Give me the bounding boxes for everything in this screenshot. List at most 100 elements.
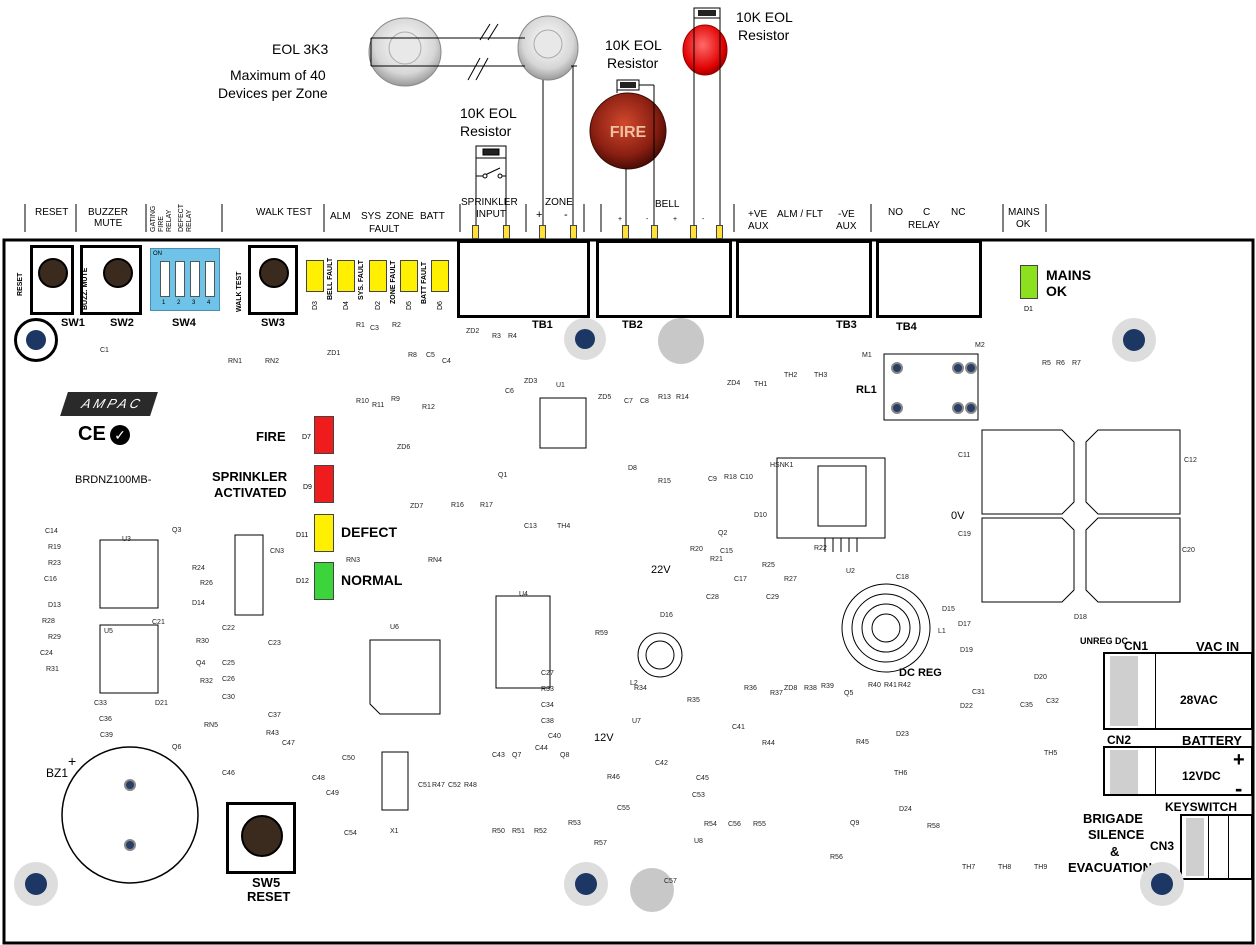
led-defect [314,514,334,552]
eol-bell-line2: Resistor [607,55,659,71]
keyswitch-label: KEYSWITCH [1165,800,1237,814]
dip-toggle-3[interactable] [190,261,200,297]
mains-d1-label: D1 [1024,306,1033,313]
led-batt-fault [431,260,449,292]
buzzer-mute-knob [103,258,133,288]
brigade-line4: EVACUATION [1068,860,1153,875]
ctick-mark: ✓ [110,425,130,445]
bz1-label: BZ1 [46,766,69,780]
22v-label: 22V [651,564,671,576]
pin [570,225,577,239]
component-ref-d22: D22 [960,703,973,710]
component-ref-r31: R31 [46,666,59,673]
break-marks [467,23,499,81]
dip-toggle-1[interactable] [160,261,170,297]
reset-button[interactable] [30,245,74,315]
component-ref-q2: Q2 [718,530,728,537]
component-ref-r40: R40 [868,682,881,689]
pin [716,225,723,239]
dip-toggle-4[interactable] [205,261,215,297]
walk-test-button[interactable] [248,245,298,315]
component-ref-c23: C23 [268,640,281,647]
component-ref-r33: R33 [541,686,554,693]
mains-ok-line1: MAINS [1046,267,1092,283]
model-label: BRDNZ100MB- [75,474,152,486]
dip-num-1: 1 [162,300,166,306]
component-ref-c22: C22 [222,625,235,632]
component-ref-c19: C19 [958,531,971,538]
component-ref-q7: Q7 [512,752,522,759]
tb3-label: TB3 [836,319,857,331]
component-ref-th3: TH3 [814,372,828,379]
led-mains-ok [1020,265,1038,299]
vac-in-label: VAC IN [1196,639,1240,654]
component-ref-c45: C45 [696,775,709,782]
sprinkler-label-2: ACTIVATED [214,485,287,500]
component-ref-c24: C24 [40,650,53,657]
component-ref-r35: R35 [687,697,700,704]
pin [503,225,510,239]
d5-label: D5 [406,301,413,310]
component-ref-th8: TH8 [998,864,1012,871]
component-ref-r20: R20 [690,546,703,553]
component-ref-r59: R59 [595,630,608,637]
component-ref-r25: R25 [762,562,775,569]
component-ref-u3: U3 [122,536,131,543]
mains-ok-line2: OK [1046,283,1067,299]
cn2-label: CN2 [1107,733,1132,747]
component-ref-c15: C15 [720,548,733,555]
component-ref-r50: R50 [492,828,505,835]
connector-cn1 [1103,652,1253,730]
component-ref-c38: C38 [541,718,554,725]
buzzer-mute-button[interactable] [80,245,142,315]
fire-d-label: D7 [302,434,311,441]
component-ref-r5: R5 [1042,360,1051,367]
component-ref-d23: D23 [896,731,909,738]
connector-cn2 [1103,746,1253,796]
component-ref-r17: R17 [480,502,493,509]
dip-toggle-2[interactable] [175,261,185,297]
component-ref-u4: U4 [519,591,528,598]
component-ref-c8: C8 [640,398,649,405]
component-ref-d21: D21 [155,700,168,707]
heatsink-hsnk1 [776,457,886,552]
component-ref-r8: R8 [408,352,417,359]
component-ref-zd3: ZD3 [524,378,538,385]
component-ref-c49: C49 [326,790,339,797]
header-dividers [24,204,1047,232]
component-ref-r41: R41 [884,682,897,689]
component-ref-u5: U5 [104,628,113,635]
component-ref-r18: R18 [724,474,737,481]
zone-fault-label: ZONE FAULT [390,260,397,304]
mount-pad-grey-top [658,318,704,364]
component-ref-u6: U6 [390,624,399,631]
component-ref-c44: C44 [535,745,548,752]
component-ref-q8: Q8 [560,752,570,759]
connector-cn3 [1180,814,1253,880]
component-ref-r48: R48 [464,782,477,789]
component-ref-q4: Q4 [196,660,206,667]
component-ref-r44: R44 [762,740,775,747]
sw5-reset-button[interactable] [226,802,296,874]
eol-sprinkler-line2: Resistor [460,123,512,139]
hdr-gating: GATING [150,205,157,232]
eol-strobe-line2: Resistor [738,27,790,43]
component-ref-c43: C43 [492,752,505,759]
hdr-buzzer: BUZZER [88,207,128,218]
defect-label: DEFECT [341,524,397,540]
component-ref-r10: R10 [356,398,369,405]
walk-test-side-label: WALK TEST [236,271,243,312]
hdr-bell-plus2: + [673,216,678,223]
hdr-relay2: RELAY [186,209,193,232]
cn2-pin-strip [1110,750,1138,794]
hdr-defect: DEFECT [178,204,185,232]
sprinkler-switch-icon [475,145,507,225]
dc-reg-label: DC REG [899,667,942,679]
component-ref-rn4: RN4 [428,557,443,564]
hdr-zone-term: ZONE [545,197,573,208]
hdr-aux-pos1: +VE [748,209,768,220]
component-ref-r28: R28 [42,618,55,625]
component-ref-c33: C33 [94,700,107,707]
dip-switch-sw4[interactable]: ON 1 2 3 4 [150,248,220,311]
batt-fault-label: BATT FAULT [421,261,428,304]
